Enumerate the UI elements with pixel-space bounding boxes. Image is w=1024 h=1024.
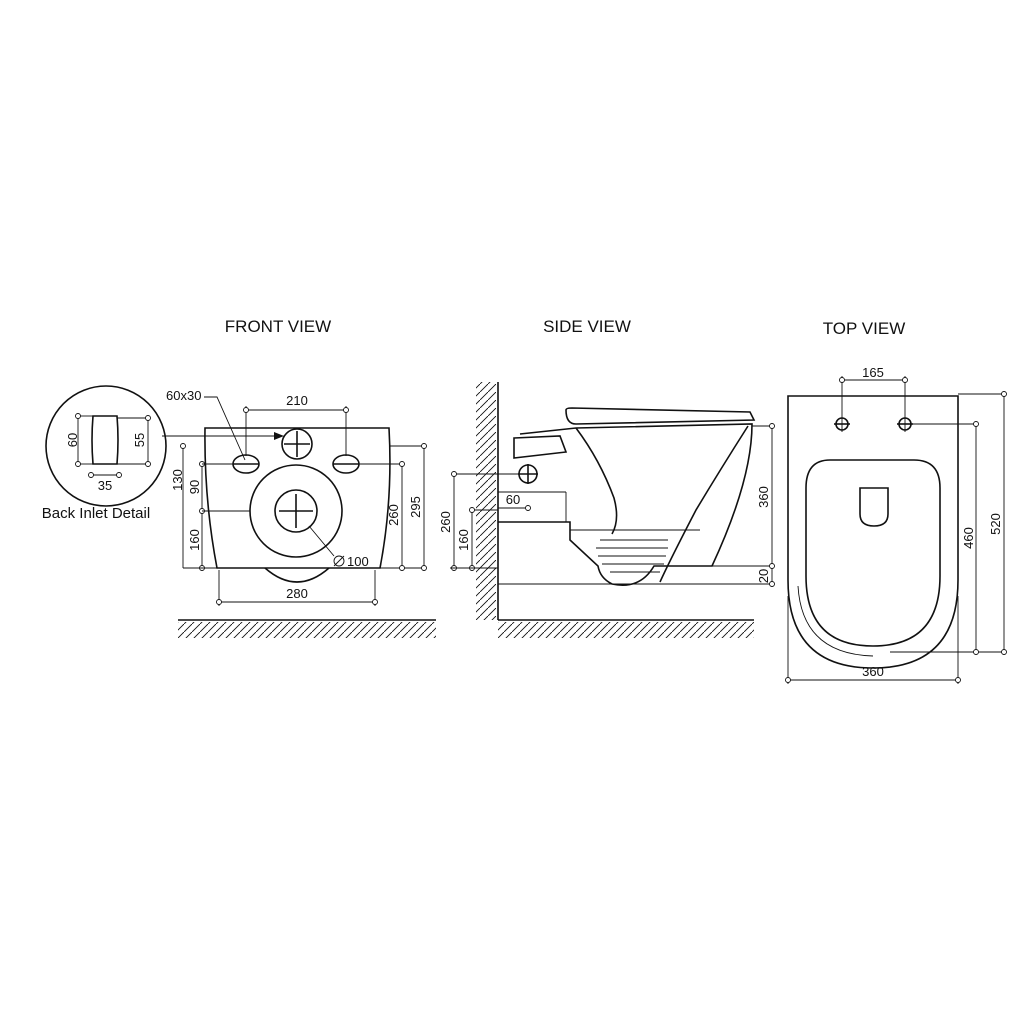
- front-bowl-foot: [264, 567, 330, 583]
- detail-dim-60: 60: [65, 433, 80, 447]
- side-bowl-trap: [659, 425, 749, 583]
- side-view: 60 260 160 360 20: [438, 382, 775, 638]
- detail-caption: Back Inlet Detail: [42, 505, 150, 522]
- front-dim-inlet-size: 60x30: [166, 388, 201, 403]
- front-dim-base-width: 280: [286, 586, 308, 601]
- back-inlet-detail: 60 55 35 Back Inlet Detail: [42, 385, 167, 522]
- top-dim-seat-length: 460: [961, 527, 976, 549]
- side-dim-inlet-height: 260: [438, 511, 453, 533]
- side-dim-outlet-height: 160: [456, 529, 471, 551]
- inlet-profile: [91, 415, 119, 465]
- side-dim-bowl-height: 360: [756, 486, 771, 508]
- top-dim-total-length: 520: [988, 513, 1003, 535]
- detail-dim-35: 35: [98, 478, 112, 493]
- top-dim-fixing-spacing: 165: [862, 365, 884, 380]
- diameter-icon: [333, 555, 345, 567]
- side-bowl-outline: [498, 423, 753, 586]
- side-floor-hatch: [498, 622, 754, 638]
- top-seat: [805, 459, 941, 647]
- front-dim-fixing-spacing: 210: [286, 393, 308, 408]
- front-dim-outlet-height: 160: [187, 529, 202, 551]
- top-view: 165 460 520 360: [785, 365, 1007, 684]
- side-wall-hatch: [476, 382, 496, 620]
- front-floor-hatch: [178, 622, 436, 638]
- side-dim-rim-offset: 20: [756, 569, 771, 583]
- top-flush-hole: [859, 487, 889, 527]
- side-inlet-block: [513, 435, 568, 459]
- detail-dim-55: 55: [132, 433, 147, 447]
- front-dim-total-height: 295: [408, 496, 423, 518]
- side-seat: [565, 407, 756, 425]
- side-bowl-front: [575, 427, 618, 535]
- front-dim-fixing-height: 90: [187, 480, 202, 494]
- side-view-title: SIDE VIEW: [543, 317, 631, 336]
- top-view-title: TOP VIEW: [823, 319, 906, 338]
- top-dim-width: 360: [862, 664, 884, 679]
- front-dim-fixing-to-floor: 260: [386, 504, 401, 526]
- detail-circle: [45, 385, 167, 507]
- front-view-title: FRONT VIEW: [225, 317, 331, 336]
- front-dim-outlet-diameter: 100: [347, 554, 369, 569]
- front-dim-inlet-height: 130: [170, 469, 185, 491]
- front-view: 100 60x30 210 130 90 160: [162, 388, 436, 638]
- top-outline: [787, 395, 959, 669]
- front-outlet-inner: [274, 489, 318, 533]
- front-inlet: [281, 428, 313, 460]
- side-dim-inlet-projection: 60: [506, 492, 520, 507]
